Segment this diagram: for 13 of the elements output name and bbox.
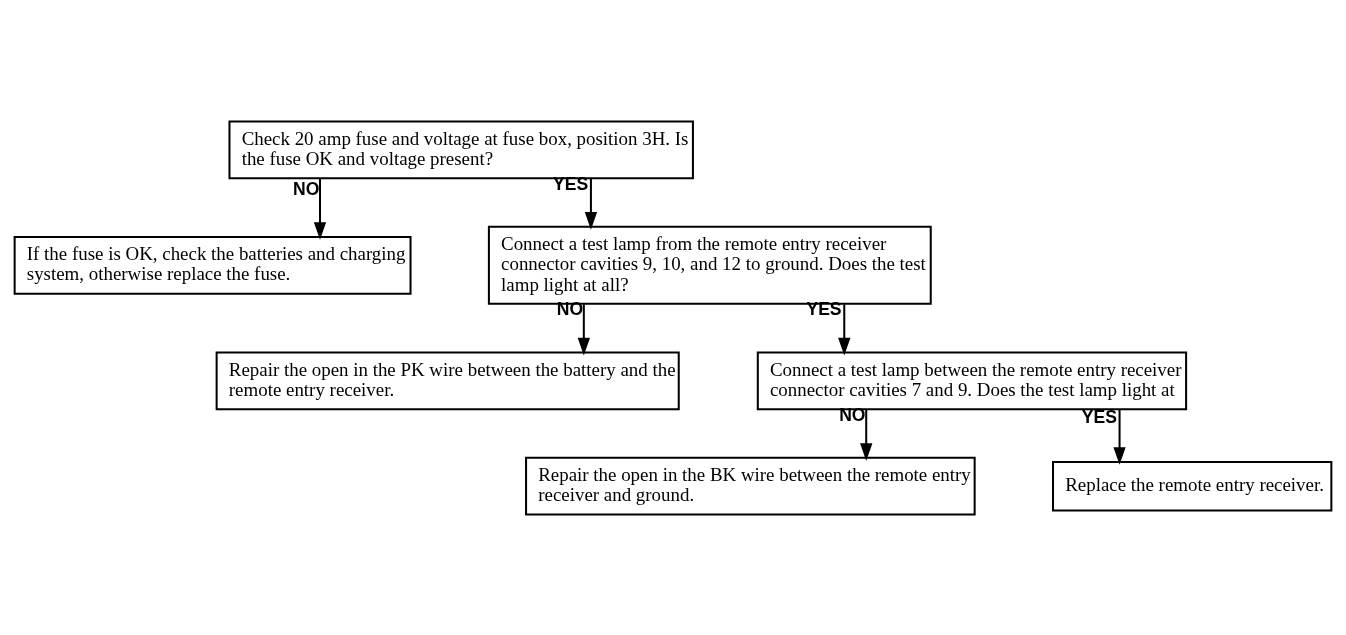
arrow [1113,409,1126,465]
arrow [577,303,590,355]
node-box: Connect a test lamp between the remote entry receiver connector cavities 7 and 9. Does the test lamp light at [756,350,1188,410]
node-box: Repair the open in the BK wire between the remote entry receiver and ground. [525,456,976,516]
node-box: Repair the open in the PK wire between the battery and the remote entry receiver. [215,350,680,410]
arrow [313,177,327,240]
node-box: Replace the remote entry receiver. [1052,460,1333,512]
arrow [860,409,873,461]
node-box: If the fuse is OK, check the batteries and charging system, otherwise replace the fuse. [13,235,412,295]
edge-label: NO [292,178,320,199]
arrow [838,303,851,355]
node-box: Check 20 amp fuse and voltage at fuse box, position 3H. Is the fuse OK and voltage present? [228,119,694,179]
arrow [584,177,598,230]
